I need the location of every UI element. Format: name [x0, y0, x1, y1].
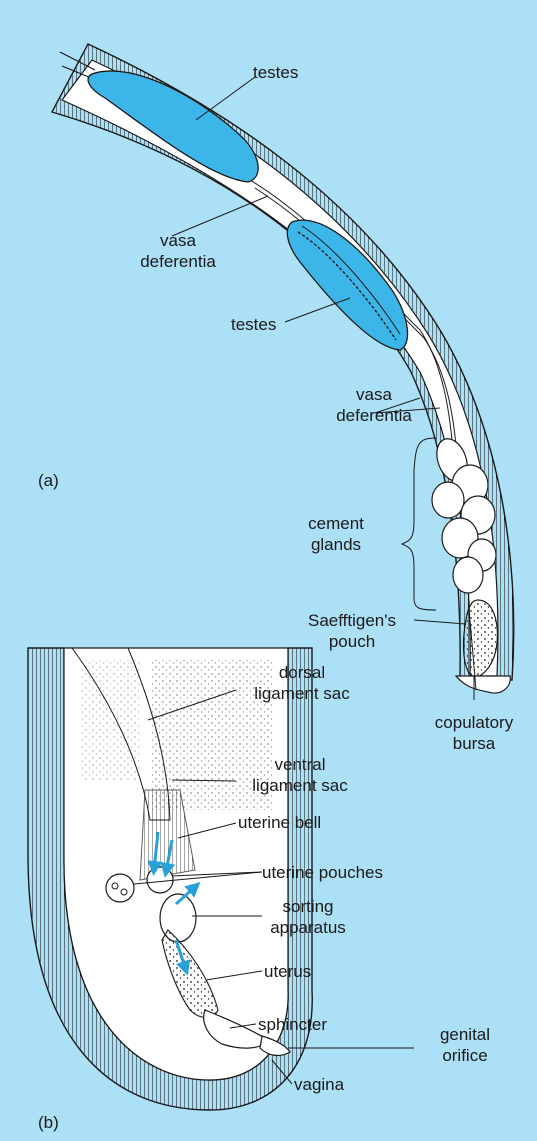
label-line: sorting: [258, 896, 358, 917]
label-testes-anterior: testes: [253, 62, 298, 83]
label-vagina: vagina: [294, 1074, 344, 1095]
label-line: deferentia: [138, 251, 218, 272]
label-cement-glands: cement glands: [296, 513, 376, 555]
label-genital-orifice: genital orifice: [420, 1024, 510, 1066]
label-line: glands: [296, 534, 376, 555]
copulatory-bursa: [456, 676, 510, 693]
label-uterine-pouches: uterine pouches: [262, 862, 383, 883]
label-sorting-apparatus: sorting apparatus: [258, 896, 358, 938]
male-body-cavity: [62, 60, 498, 676]
label-line: vasa: [334, 384, 414, 405]
label-dorsal-ligament-sac: dorsal ligament sac: [238, 662, 366, 704]
label-line: bursa: [422, 733, 526, 754]
label-line: genital: [420, 1024, 510, 1045]
label-line: apparatus: [258, 917, 358, 938]
panel-a-label: (a): [38, 470, 59, 491]
label-vasa-deferentia-anterior: vasa deferentia: [138, 230, 218, 272]
panel-b-label: (b): [38, 1112, 59, 1133]
male-body-wall: [52, 44, 514, 680]
label-line: Saefftigen's: [292, 610, 412, 631]
label-line: ventral: [236, 754, 364, 775]
label-testes-posterior: testes: [231, 314, 276, 335]
label-uterus: uterus: [264, 961, 311, 982]
label-line: copulatory: [422, 712, 526, 733]
label-uterine-bell: uterine bell: [238, 812, 321, 833]
label-line: orifice: [420, 1045, 510, 1066]
male-worm-body: [52, 44, 514, 680]
label-line: pouch: [292, 631, 412, 652]
label-line: cement: [296, 513, 376, 534]
label-line: ligament sac: [238, 683, 366, 704]
uterine-pouch-right: [147, 867, 173, 893]
label-line: vasa: [138, 230, 218, 251]
label-saefftigens-pouch: Saefftigen's pouch: [292, 610, 412, 652]
label-copulatory-bursa: copulatory bursa: [422, 712, 526, 754]
label-line: ligament sac: [236, 775, 364, 796]
label-ventral-ligament-sac: ventral ligament sac: [236, 754, 364, 796]
label-line: dorsal: [238, 662, 366, 683]
label-vasa-deferentia-posterior: vasa deferentia: [334, 384, 414, 426]
uterine-pouch-left: [106, 874, 134, 902]
label-line: deferentia: [334, 405, 414, 426]
label-sphincter: sphincter: [258, 1014, 327, 1035]
